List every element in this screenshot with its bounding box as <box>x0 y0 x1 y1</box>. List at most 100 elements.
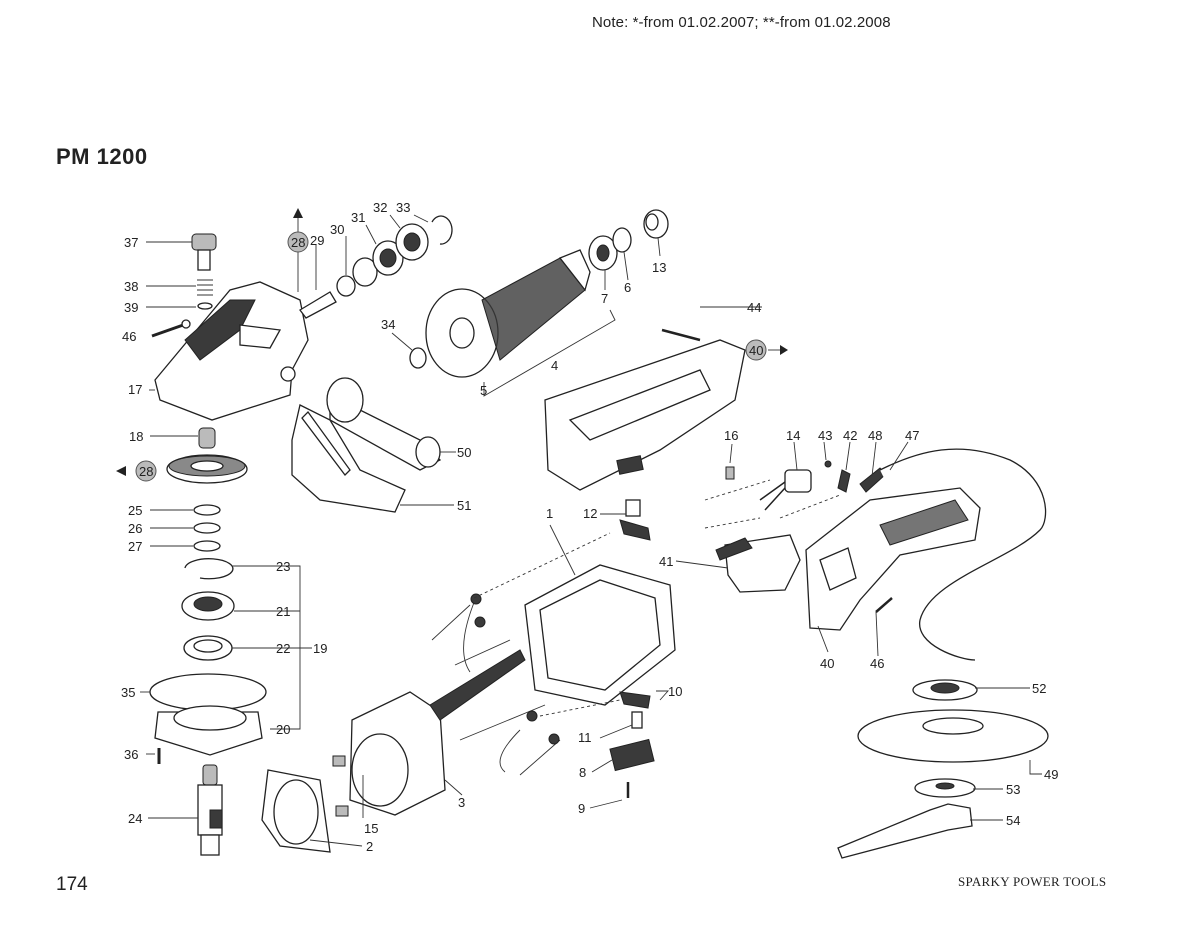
ring-part-6 <box>612 227 632 253</box>
model-title: PM 1200 <box>56 144 148 169</box>
gear-housing-part-17 <box>154 281 309 421</box>
leader-lines <box>140 214 1042 847</box>
brand-footer: SPARKY POWER TOOLS <box>958 874 1107 889</box>
screw-part-46-right <box>875 597 893 613</box>
label-15: 15 <box>364 821 378 836</box>
label-54: 54 <box>1006 813 1020 828</box>
label-11: 11 <box>578 730 592 745</box>
label-46: 46 <box>122 329 136 344</box>
label-39: 39 <box>124 300 138 315</box>
capacitor-part-14 <box>759 469 812 511</box>
page-number: 174 <box>56 874 88 895</box>
label-3: 3 <box>458 795 465 810</box>
springs-part-15 <box>332 755 349 817</box>
label-53: 53 <box>1006 782 1020 797</box>
guard-plate-part-51 <box>291 404 406 513</box>
label-20: 20 <box>276 722 290 737</box>
wrench-part-54 <box>837 803 973 859</box>
label-43: 43 <box>818 428 832 443</box>
label-4: 4 <box>551 358 558 373</box>
knob-part-37 <box>191 233 217 271</box>
brush-part-11 <box>631 711 643 729</box>
label-9: 9 <box>578 801 585 816</box>
arrow-left-icon <box>116 466 126 476</box>
label-48: 48 <box>868 428 882 443</box>
label-12: 12 <box>583 506 597 521</box>
label-50: 50 <box>457 445 471 460</box>
pinion-part-29 <box>299 275 356 319</box>
label-14: 14 <box>786 428 800 443</box>
label-36: 36 <box>124 747 138 762</box>
label-33: 33 <box>396 200 410 215</box>
label-34: 34 <box>381 317 395 332</box>
circlip-part-33 <box>431 215 453 245</box>
motor-housing-part-40 <box>544 339 746 491</box>
label-2: 2 <box>366 839 373 854</box>
ref-circle-28-top <box>287 231 309 253</box>
label-29: 29 <box>310 233 324 248</box>
part-16 <box>725 466 735 480</box>
label-37: 37 <box>124 235 138 250</box>
label-46-right: 46 <box>870 656 884 671</box>
switch-part-41 <box>715 534 801 593</box>
spindle-part-24 <box>197 764 223 856</box>
arrow-28-top <box>293 208 303 292</box>
sleeve-part-13 <box>643 209 669 239</box>
plate-part-8 <box>609 738 655 772</box>
bearing-part-32 <box>395 223 429 261</box>
bearing-part-7 <box>588 235 618 271</box>
washer-part-39 <box>197 302 213 310</box>
label-19: 19 <box>313 641 327 656</box>
bevel-gear-part-28 <box>166 454 248 484</box>
o-ring-part-35 <box>149 673 267 711</box>
clamp-part-42 <box>837 469 851 493</box>
flange-part-53 <box>914 778 976 798</box>
flange-nut-part-52 <box>912 679 978 701</box>
motor-cover-part-1 <box>524 564 676 706</box>
stator-part-3 <box>349 649 526 816</box>
label-18: 18 <box>129 429 143 444</box>
label-30: 30 <box>330 222 344 237</box>
label-52: 52 <box>1032 681 1046 696</box>
label-8: 8 <box>579 765 586 780</box>
label-40-ref: 40 <box>749 343 763 358</box>
label-6: 6 <box>624 280 631 295</box>
armature-part-4 <box>425 249 591 378</box>
cover-plate-part-2 <box>261 769 331 853</box>
label-31: 31 <box>351 210 365 225</box>
label-1: 1 <box>546 506 553 521</box>
label-41: 41 <box>659 554 673 569</box>
side-handle-part-50 <box>326 377 442 471</box>
bearing-part-31 <box>372 240 404 276</box>
label-5: 5 <box>480 383 487 398</box>
disc-part-49 <box>857 709 1049 763</box>
washer-part-25 <box>193 504 221 516</box>
label-22: 22 <box>276 641 290 656</box>
label-49: 49 <box>1044 767 1058 782</box>
label-26: 26 <box>128 521 142 536</box>
spring-part-38 <box>197 279 213 296</box>
brush-holder-part-12 <box>619 499 651 541</box>
label-28-left: 28 <box>139 464 153 479</box>
brush-holder-part-10 <box>619 691 651 709</box>
label-47: 47 <box>905 428 919 443</box>
ring-part-30 <box>352 257 378 287</box>
label-38: 38 <box>124 279 138 294</box>
screw-part-43 <box>824 460 832 468</box>
label-28-top: 28 <box>291 235 305 250</box>
label-23: 23 <box>276 559 290 574</box>
label-13: 13 <box>652 260 666 275</box>
label-16: 16 <box>724 428 738 443</box>
label-51: 51 <box>457 498 471 513</box>
ref-circle-28-left <box>135 460 157 482</box>
label-24: 24 <box>128 811 142 826</box>
part-number-labels: 37 38 39 46 17 18 28 25 26 27 23 21 22 1… <box>116 200 1058 854</box>
note-text: Note: *-from 01.02.2007; **-from 01.02.2… <box>592 14 891 31</box>
label-42: 42 <box>843 428 857 443</box>
label-35: 35 <box>121 685 135 700</box>
screw-part-44 <box>661 328 701 342</box>
washer-part-26 <box>193 522 221 534</box>
label-44: 44 <box>747 300 761 315</box>
label-7: 7 <box>601 291 608 306</box>
